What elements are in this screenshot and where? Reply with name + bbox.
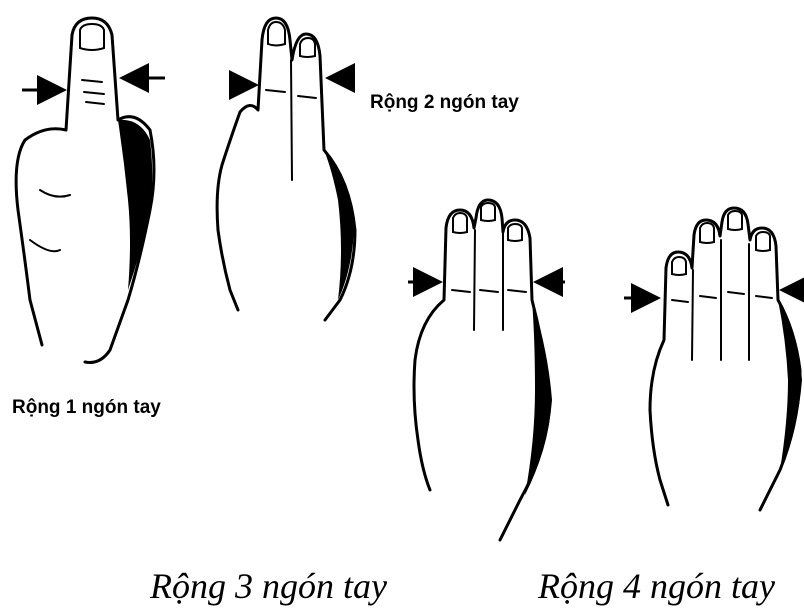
label-three-fingers: Rộng 3 ngón tay xyxy=(150,565,387,607)
label-one-finger: Rộng 1 ngón tay xyxy=(12,397,161,419)
hand-two-fingers xyxy=(217,18,355,320)
hand-three-fingers xyxy=(408,200,565,540)
label-four-fingers: Rộng 4 ngón tay xyxy=(538,565,775,607)
hand-four-fingers xyxy=(624,208,802,510)
label-two-fingers: Rộng 2 ngón tay xyxy=(370,92,519,114)
hand-one-finger xyxy=(16,18,165,363)
